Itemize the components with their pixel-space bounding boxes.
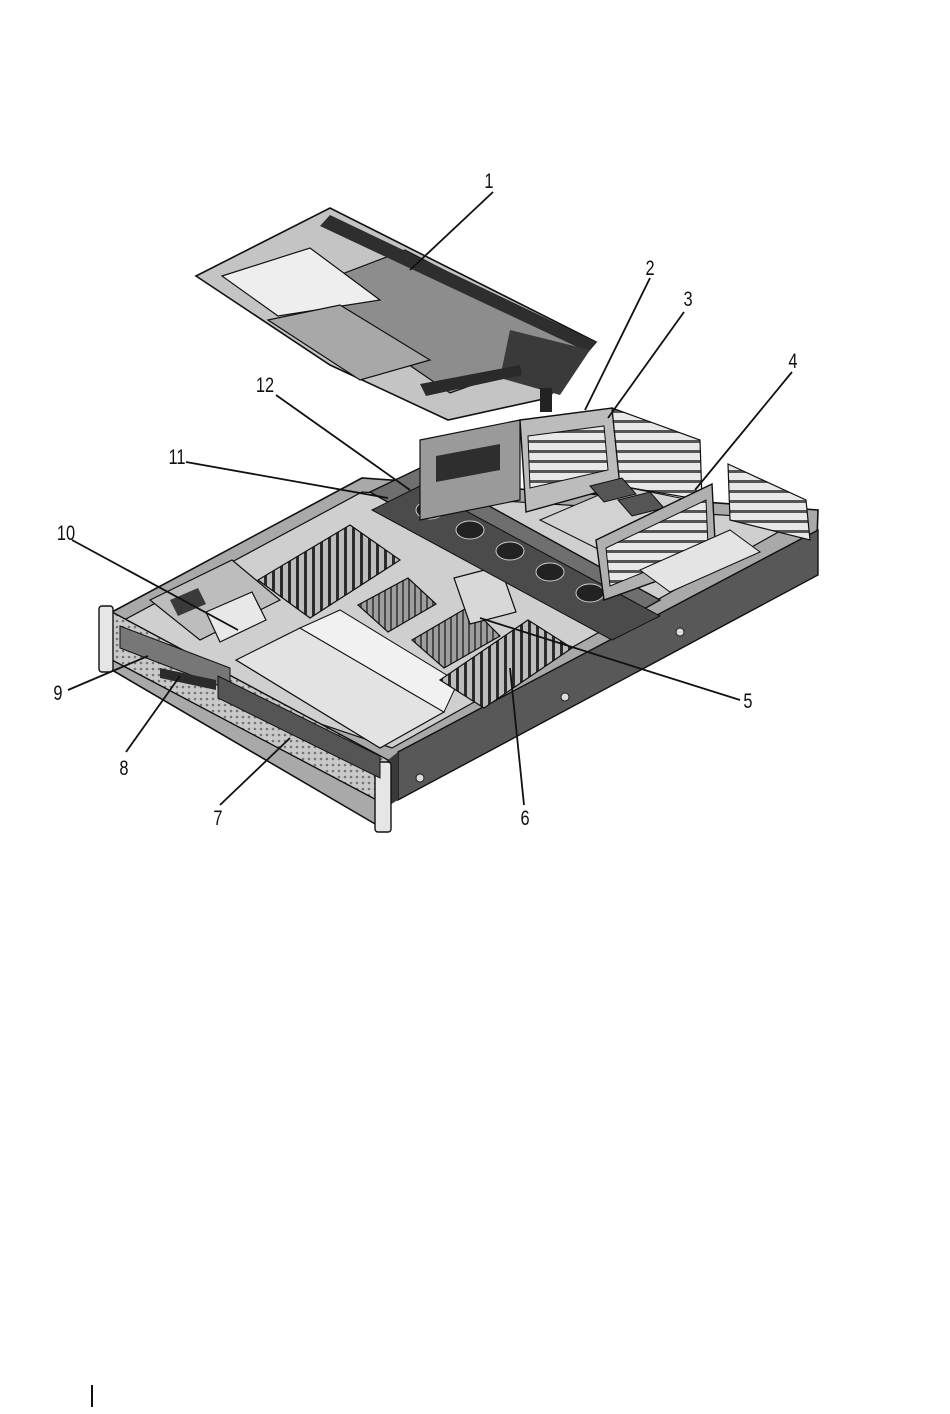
callout-1: 1 (484, 169, 493, 192)
callout-11: 11 (168, 445, 185, 468)
callout-2: 2 (645, 256, 654, 279)
callout-6: 6 (520, 806, 529, 829)
callout-12: 12 (256, 373, 274, 396)
callout-7: 7 (213, 806, 222, 829)
callout-9: 9 (53, 681, 62, 704)
callout-4: 4 (788, 349, 797, 372)
callout-3: 3 (683, 287, 692, 310)
callout-5: 5 (743, 689, 752, 712)
callout-10: 10 (57, 521, 75, 544)
page-footer-rule (91, 1385, 93, 1407)
callout-8: 8 (119, 756, 128, 779)
